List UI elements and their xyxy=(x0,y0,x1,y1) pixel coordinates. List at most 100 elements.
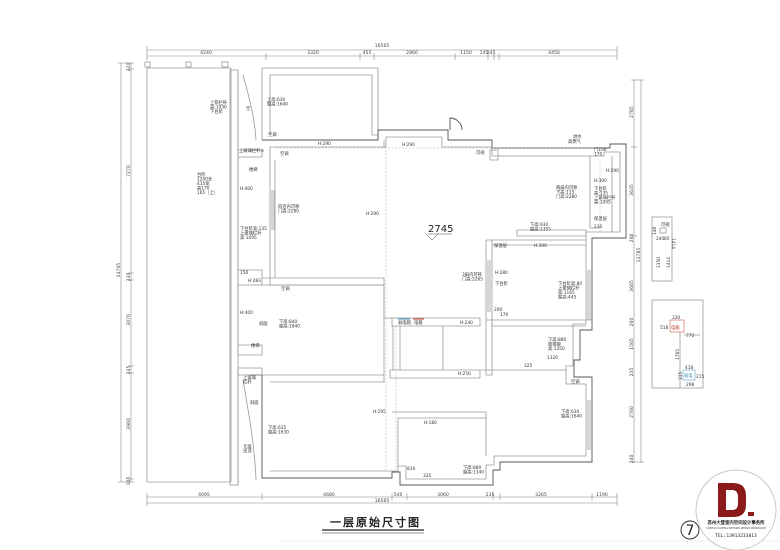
height-note: H:240 xyxy=(460,320,473,326)
bottom-dim: 4680 xyxy=(323,492,335,498)
stairs-note: 楼梯 xyxy=(251,342,260,349)
dim-note: 230 xyxy=(594,224,602,230)
door-note: 四连内可移门高:2280 xyxy=(278,203,300,215)
door-note: 3扇内可移门高:2265 xyxy=(462,271,483,283)
detail-panel-2: 330 518 电箱 770 1765 418 弱电 215 298 315 xyxy=(651,299,704,389)
drawing-title: 一层原始尺寸图 xyxy=(322,515,424,534)
svg-text:1414: 1414 xyxy=(670,238,676,249)
bottom-dim: 3265 xyxy=(535,492,547,498)
svg-text:140: 140 xyxy=(652,227,658,235)
svg-text:315: 315 xyxy=(678,372,684,380)
gas-note: 高燃气 xyxy=(568,138,582,145)
height-note: H:290 xyxy=(318,141,331,147)
dim-note: 170 xyxy=(500,312,508,318)
visual-note: 可视 xyxy=(476,149,485,156)
bottom-dim: 3060 xyxy=(437,492,449,498)
height-note: H:280 xyxy=(495,270,508,276)
top-total-dim: 16565 xyxy=(375,43,390,49)
svg-text:7: 7 xyxy=(686,523,695,539)
svg-text:85: 85 xyxy=(664,236,670,242)
top-dim: 455 xyxy=(363,50,372,56)
power-box-note: 电箱 xyxy=(414,319,423,326)
svg-text:215: 215 xyxy=(696,374,704,380)
glass-rail-note: 上玻璃栏杆① xyxy=(239,147,264,154)
svg-text:298: 298 xyxy=(686,382,694,388)
roof-note: 无墙光顶 xyxy=(243,443,252,455)
glass-rail-note: 上玻璃栏杆 xyxy=(243,374,257,386)
svg-text:1350: 1350 xyxy=(656,257,662,268)
company-logo: 苏州大登室内空间设计事务所 SUZHOU DADENG INTERIOR DES… xyxy=(695,469,777,550)
left-total-dim: 14705 xyxy=(116,263,122,278)
left-dim: 3070 xyxy=(126,314,132,326)
walls xyxy=(144,61,627,486)
bottom-dimension-chain: 4095 4680 540 3060 235 3265 1190 16565 xyxy=(146,492,618,506)
left-dim: 230 xyxy=(126,273,132,282)
left-dim: 220 xyxy=(126,63,132,72)
insulation-note: 保温层 xyxy=(594,215,608,222)
bottom-dim: 4095 xyxy=(198,492,210,498)
water-note: 进水 xyxy=(573,133,582,140)
svg-text:弱电: 弱电 xyxy=(684,372,693,379)
step-note: 下台阶 xyxy=(495,280,509,287)
svg-text:SUZHOU DADENG INTERIOR DESIGN: SUZHOU DADENG INTERIOR DESIGN WORKROOM xyxy=(706,527,765,530)
bottom-dim: 540 xyxy=(394,492,403,498)
svg-text:1765: 1765 xyxy=(675,349,681,360)
svg-text:770: 770 xyxy=(686,333,694,339)
slope-note: 斜面 xyxy=(250,399,259,406)
right-total-dim: 13785 xyxy=(636,248,642,263)
ac-note: 空调 xyxy=(571,378,580,385)
right-dimension-chain: 2785 3635 260 3665 260 1565 235 2760 240… xyxy=(629,79,644,464)
svg-text:可视: 可视 xyxy=(661,221,670,228)
right-dim: 240 xyxy=(629,455,635,464)
left-dim: 3960 xyxy=(126,418,132,430)
height-note: H:300 xyxy=(594,178,607,184)
svg-text:苏州大登室内空间设计事务所: 苏州大登室内空间设计事务所 xyxy=(707,519,765,526)
dim-note: 150 xyxy=(240,270,248,276)
ac-note: 空调 xyxy=(268,131,277,138)
right-dim: 235 xyxy=(629,368,635,377)
slope-note: 斜面 xyxy=(259,320,268,327)
left-dim: 245 xyxy=(126,366,132,375)
top-dim: 145 xyxy=(480,50,489,56)
svg-text:TEL:13913233813: TEL:13913233813 xyxy=(715,533,757,539)
right-dim: 3665 xyxy=(629,280,635,292)
top-dim: 3320 xyxy=(307,50,319,56)
dim-note: 335 xyxy=(423,473,431,479)
right-dim: 2785 xyxy=(629,106,635,118)
svg-text:418: 418 xyxy=(685,365,693,371)
height-note: H:250 xyxy=(458,371,471,377)
left-dim: 105 xyxy=(126,477,132,486)
height-note: H:283 xyxy=(248,278,261,284)
height-note: H:290 xyxy=(402,142,415,148)
detail-panel-1: 可视 140 240 85 1414 1350 1414 xyxy=(651,216,676,282)
svg-text:2745: 2745 xyxy=(428,224,453,235)
svg-text:一层原始尺寸图: 一层原始尺寸图 xyxy=(330,515,421,529)
svg-text:电箱: 电箱 xyxy=(671,324,680,331)
top-dim: 1150 xyxy=(460,50,472,56)
void-note: 空 xyxy=(246,105,250,112)
height-note: H:300 xyxy=(534,243,547,249)
height-note: H:290 xyxy=(366,211,379,217)
left-dimension-chain: 220 7270 230 3070 245 3960 105 14705 xyxy=(116,63,134,486)
insulation-note: 保温层 xyxy=(494,242,508,249)
height-note: H:180 xyxy=(424,420,437,426)
weak-box-note: 弱电箱 xyxy=(398,319,412,326)
height-note: H:295 xyxy=(373,409,386,415)
right-dim: 1565 xyxy=(629,338,635,350)
elevation-mark: 2745 xyxy=(425,224,453,241)
